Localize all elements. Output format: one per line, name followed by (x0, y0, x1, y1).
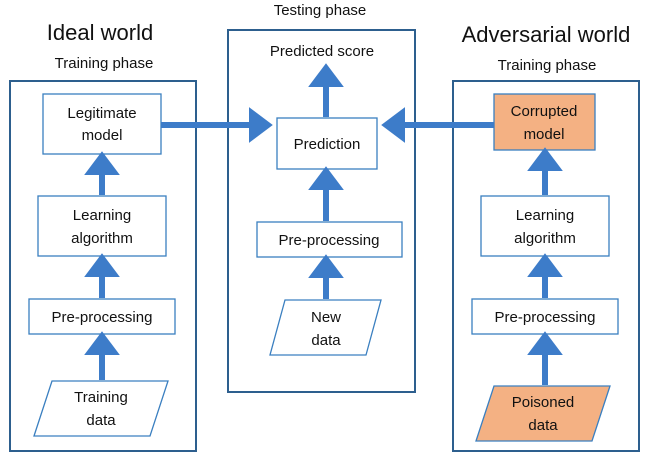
ideal-learning-algorithm-label-line2: algorithm (71, 230, 133, 247)
testing-preprocessing-box (256, 221, 403, 258)
adversarial-training-panel (452, 80, 640, 452)
testing-phase-label: Testing phase (274, 2, 367, 19)
ideal-learning-algorithm-box (37, 195, 167, 257)
training-data-label-line1: Training (74, 389, 128, 406)
adversarial-training-phase-label: Training phase (498, 57, 597, 74)
adversarial-preprocessing-box (471, 298, 619, 335)
prediction-box (276, 117, 378, 170)
new-data-parallelogram (269, 299, 382, 356)
adversarial-learning-algorithm-box (480, 195, 610, 257)
ideal-learning-algorithm-label-line1: Learning (73, 207, 131, 224)
adversarial-preprocessing-label: Pre-processing (495, 309, 596, 326)
adversarial-learning-algorithm-label-line2: algorithm (514, 230, 576, 247)
ideal-training-phase-label: Training phase (55, 55, 154, 72)
corrupted-model-label-line2: model (524, 126, 565, 143)
adversarial-learning-algorithm-label-line1: Learning (516, 207, 574, 224)
testing-preprocessing-label: Pre-processing (279, 232, 380, 249)
training-data-parallelogram (33, 380, 169, 437)
ideal-world-title: Ideal world (47, 20, 153, 45)
poisoned-data-parallelogram (475, 385, 611, 442)
poisoned-data-label-line1: Poisoned (512, 394, 575, 411)
ideal-preprocessing-label: Pre-processing (52, 309, 153, 326)
poisoned-data-label-line2: data (528, 417, 558, 434)
legitimate-model-label-line2: model (82, 127, 123, 144)
predicted-score-label: Predicted score (270, 43, 374, 60)
new-data-label-line1: New (311, 309, 341, 326)
corrupted-model-label-line1: Corrupted (511, 103, 578, 120)
training-data-label-line2: data (86, 412, 116, 429)
prediction-label: Prediction (294, 136, 361, 153)
testing-panel (227, 29, 416, 393)
new-data-label-line2: data (311, 332, 341, 349)
adversarial-world-title: Adversarial world (462, 22, 631, 47)
corrupted-model-box (493, 93, 596, 151)
ideal-preprocessing-box (28, 298, 176, 335)
legitimate-model-box (42, 93, 162, 155)
legitimate-model-label-line1: Legitimate (67, 105, 136, 122)
ideal-training-panel (9, 80, 197, 452)
